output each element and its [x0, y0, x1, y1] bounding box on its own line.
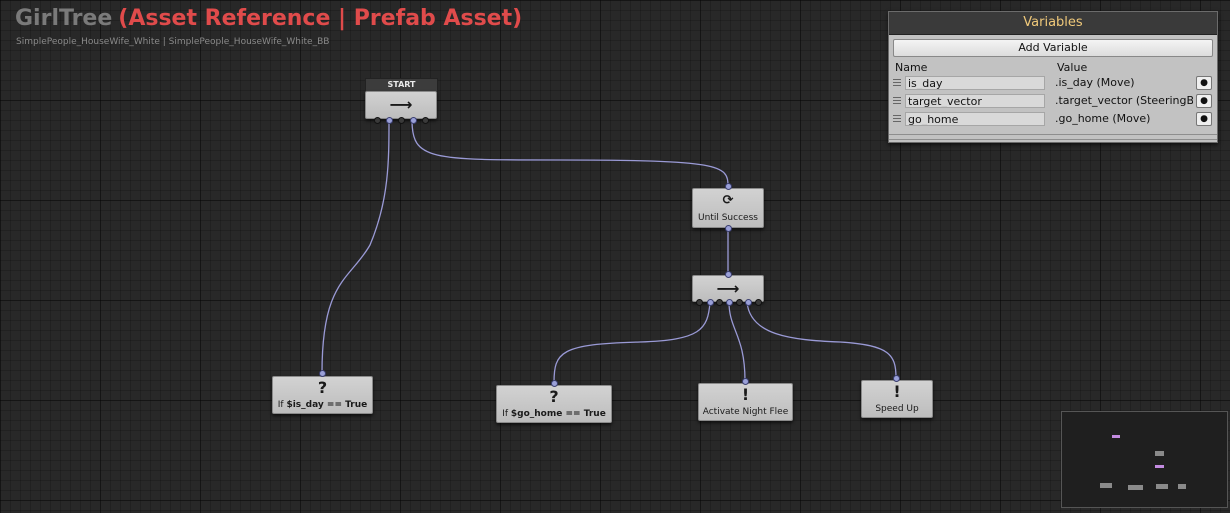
variable-bind-button[interactable]: ●: [1196, 76, 1212, 90]
graph-title: GirlTree(Asset Reference | Prefab Asset): [15, 6, 522, 31]
repeat-icon: ⟳: [722, 193, 734, 208]
variables-columns: Name Value: [889, 59, 1217, 75]
variable-bind-button[interactable]: ●: [1196, 112, 1212, 126]
wire-sequencer-to-speed-up: [746, 301, 897, 379]
variable-value: .is_day (Move): [1055, 76, 1135, 89]
variable-row: go_home .go_home (Move) ●: [889, 111, 1217, 129]
output-port[interactable]: [398, 117, 405, 124]
root-sequencer-node[interactable]: ⟶: [365, 91, 437, 119]
panel-footer: [889, 134, 1217, 140]
output-port[interactable]: [374, 117, 381, 124]
arrow-right-icon: ⟶: [716, 278, 740, 298]
drag-handle-icon[interactable]: [893, 79, 901, 88]
input-port[interactable]: [725, 271, 732, 278]
tree-name: GirlTree: [15, 6, 113, 31]
exclamation-icon: !: [893, 382, 901, 401]
output-port[interactable]: [716, 299, 723, 306]
until-success-label: Until Success: [698, 213, 758, 223]
minimap-node: [1156, 484, 1168, 489]
arrow-right-icon: ⟶: [389, 95, 413, 114]
input-port[interactable]: [742, 378, 749, 385]
wire-sequencer-to-go-home: [553, 301, 711, 384]
wire-root-to-is-day: [321, 119, 390, 374]
action-night-flee-label: Activate Night Flee: [702, 407, 789, 417]
minimap-node: [1178, 484, 1186, 489]
variable-value: .target_vector (SteeringB: [1055, 94, 1193, 107]
output-port[interactable]: [707, 299, 714, 306]
variables-panel: Variables Add Variable Name Value is_day…: [888, 11, 1218, 143]
asset-reference-label: (Asset Reference | Prefab Asset): [118, 6, 523, 31]
action-speed-up-node[interactable]: ! Speed Up: [861, 380, 933, 418]
output-port[interactable]: [755, 299, 762, 306]
drag-handle-icon[interactable]: [893, 115, 901, 124]
variable-value: .go_home (Move): [1055, 112, 1151, 125]
minimap-node: [1155, 451, 1164, 456]
input-port[interactable]: [319, 370, 326, 377]
start-label: START: [365, 78, 438, 92]
variable-bind-button[interactable]: ●: [1196, 94, 1212, 108]
condition-go-home-node[interactable]: ? If $go_home == True: [496, 385, 612, 423]
sequencer-node[interactable]: ⟶: [692, 275, 764, 302]
graph-subtitle: SimplePeople_HouseWife_White | SimplePeo…: [16, 37, 330, 47]
exclamation-icon: !: [741, 385, 750, 404]
condition-go-home-label: If $go_home == True: [502, 409, 606, 419]
wire-root-to-until-success: [411, 119, 729, 187]
output-port[interactable]: [696, 299, 703, 306]
until-success-node[interactable]: ⟳ Until Success: [692, 188, 764, 228]
action-speed-up-label: Speed Up: [875, 404, 919, 414]
minimap-node: [1155, 465, 1164, 468]
variable-name-field[interactable]: is_day: [905, 76, 1045, 90]
variable-name-field[interactable]: target_vector: [905, 94, 1045, 108]
output-port[interactable]: [725, 225, 732, 232]
action-night-flee-node[interactable]: ! Activate Night Flee: [698, 383, 793, 421]
wire-sequencer-to-night-flee: [728, 301, 746, 382]
output-port[interactable]: [386, 117, 393, 124]
variable-row: is_day .is_day (Move) ●: [889, 75, 1217, 93]
variables-title: Variables: [889, 12, 1217, 35]
output-port[interactable]: [410, 117, 417, 124]
output-port[interactable]: [422, 117, 429, 124]
add-variable-button[interactable]: Add Variable: [893, 39, 1213, 57]
minimap-node: [1128, 485, 1143, 490]
input-port[interactable]: [893, 375, 900, 382]
question-icon: ?: [317, 378, 328, 397]
minimap[interactable]: [1061, 411, 1228, 508]
variable-name-field[interactable]: go_home: [905, 112, 1045, 126]
output-port[interactable]: [745, 299, 752, 306]
condition-is-day-label: If $is_day == True: [277, 400, 368, 410]
column-value: Value: [1057, 61, 1088, 74]
condition-is-day-node[interactable]: ? If $is_day == True: [272, 376, 373, 414]
column-name: Name: [895, 61, 928, 74]
minimap-node: [1112, 435, 1120, 438]
question-icon: ?: [549, 387, 559, 406]
input-port[interactable]: [551, 380, 558, 387]
drag-handle-icon[interactable]: [893, 97, 901, 106]
input-port[interactable]: [725, 183, 732, 190]
variable-row: target_vector .target_vector (SteeringB …: [889, 93, 1217, 111]
output-port[interactable]: [726, 299, 733, 306]
output-port[interactable]: [736, 299, 743, 306]
minimap-node: [1100, 483, 1112, 488]
